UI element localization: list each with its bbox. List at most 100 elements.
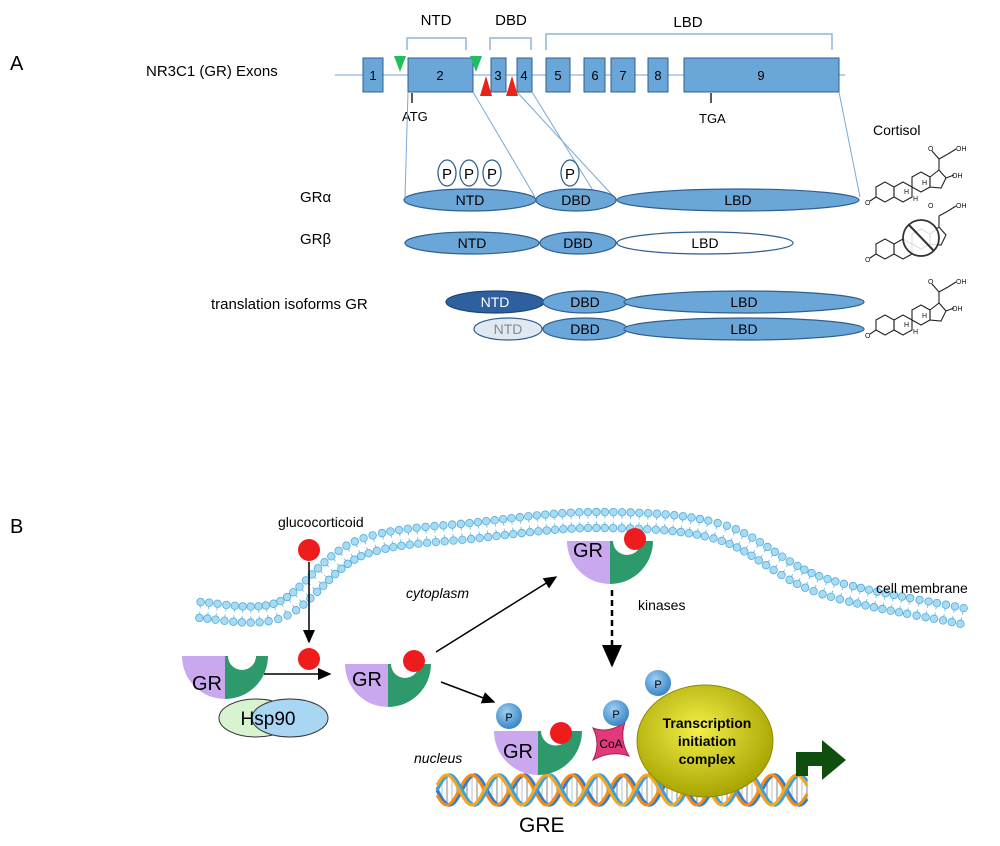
lipid-tail [536,519,539,528]
lipid-head [377,528,387,538]
ntd-region-label: NTD [421,12,452,29]
lipid-head [439,521,448,530]
lipid-head [204,598,214,607]
lipid-tail [494,524,497,533]
lipid-head [515,513,525,522]
lipid-head [350,555,359,564]
lipid-tail [891,598,894,607]
lipid-head [368,531,377,540]
lipid-head [932,598,942,608]
lipid-head [414,539,423,548]
lipid-head [211,615,220,624]
lipid-head [864,585,874,595]
lipid-head [343,559,352,569]
cell-membrane-label: cell membrane [876,580,968,596]
lipid-head [668,526,677,536]
svg-text:OH: OH [952,173,963,180]
gr-label: GR [573,540,603,562]
lipid-tail [655,517,658,526]
lipid-tail [689,521,692,530]
lipid-tail [562,517,564,526]
lipid-head [848,581,858,591]
lipid-tail [333,559,340,566]
svg-text:OH: OH [952,306,963,313]
gr-alpha-lbd [616,188,860,212]
lipid-head [509,529,518,539]
lipid-head [731,525,741,534]
svg-text:H: H [922,180,927,187]
lipid-head [492,531,501,541]
lipid-tail [314,576,321,584]
lipid-head [350,537,359,546]
lipid-tail [722,529,727,538]
lipid-head [839,579,849,589]
lipid-head [583,523,593,533]
lipid-head [386,527,395,536]
atg-label: ATG [402,109,428,124]
lipid-head [389,542,398,552]
lipid-head [809,586,818,596]
lipid-head [600,507,610,517]
lipid-head [886,606,895,615]
bound-ligand [624,528,646,550]
gr-alpha-label: GRα [300,189,332,206]
lipid-head [800,583,810,592]
exon-7: 7 [610,57,636,93]
lipid-head [617,508,627,517]
lipid-head [440,537,449,546]
lipid-head [295,582,304,591]
transcription-initiation-complex: Transcription initiation complex [636,684,774,798]
svg-text:Transcription: Transcription [663,715,752,731]
svg-text:DBD: DBD [570,321,600,337]
lipid-head [430,521,439,531]
lipid-head [600,523,609,533]
lipid-tail [373,539,377,548]
lipid-tail [738,536,743,545]
isoform-gr-a: NTD DBD LBD [445,290,865,314]
lipid-head [770,547,780,557]
lipid-tail [486,525,489,534]
lipid-tail [705,524,708,533]
lipid-head [592,523,601,533]
phospho-site: P [560,159,580,187]
lipid-tail [281,604,287,613]
lipid-head [254,602,263,611]
phosphate-ball: P [496,703,522,729]
lipid-head [331,569,340,579]
svg-text:H: H [904,322,909,329]
arrow-to-nucleus [440,681,496,704]
lipid-head [412,523,421,532]
gr-membrane: GR [567,528,653,584]
gr-alpha-protein: NTD DBD LBD [403,188,860,212]
lipid-head [276,596,285,606]
lipid-tail [416,531,419,540]
lipid-head [947,617,957,627]
lipid-head [313,564,323,573]
lipid-tail [714,526,718,535]
lipid-tail [390,535,394,544]
gr-alpha-dbd [535,188,617,212]
lipid-head [897,592,907,601]
lipid-head [929,614,939,624]
lipid-head [466,534,476,544]
lipid-head [748,533,757,542]
lipid-head [490,516,499,525]
exon-1: 1 [362,57,384,93]
isoform-b-lbd [623,317,865,341]
lipid-head [709,534,718,543]
lipid-head [567,524,576,533]
lipid-tail [553,517,556,526]
lipid-tail [295,595,302,602]
svg-text:DBD: DBD [570,294,600,310]
lipid-tail [215,607,218,616]
lipid-head [684,529,694,538]
svg-text:P: P [464,166,474,183]
splice-marker-red-1 [480,76,492,96]
lipid-head [626,508,635,517]
svg-text:OH: OH [956,203,967,210]
lipid-head [921,613,930,622]
lipid-head [800,565,809,574]
lipid-head [264,617,273,626]
lipid-head [660,526,669,535]
